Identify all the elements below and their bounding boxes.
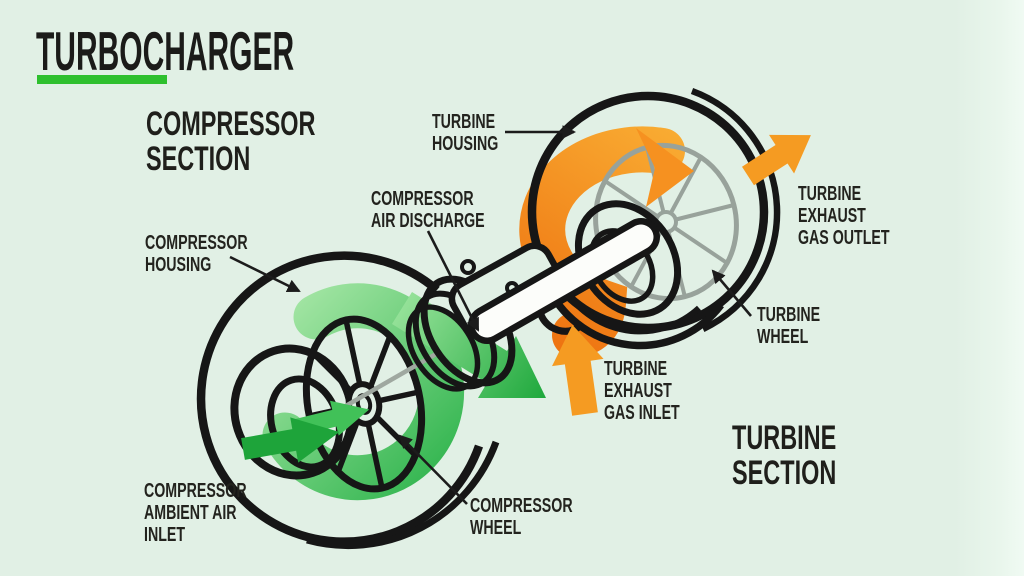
label-line: TURBINE [732, 419, 837, 457]
label-line: WHEEL [757, 326, 809, 348]
title-underline [37, 75, 167, 84]
label-line: HOUSING [145, 254, 212, 276]
label-line: EXHAUST [798, 205, 866, 227]
leader-compressor-wheel [398, 434, 468, 505]
label-line: COMPRESSOR [145, 232, 248, 254]
label-line: AIR DISCHARGE [371, 210, 485, 232]
label-line: AMBIENT AIR [144, 502, 237, 524]
label-line: COMPRESSOR [470, 495, 573, 517]
label-line: TURBINE [604, 358, 668, 380]
leader-lines [229, 125, 752, 505]
callout-compressor-housing: COMPRESSOR HOUSING [145, 232, 248, 276]
label-line: GAS INLET [604, 402, 680, 424]
label-line: SECTION [732, 454, 837, 492]
label-line: TURBINE [757, 304, 821, 326]
leader-compressor-air-discharge [426, 230, 480, 332]
exhaust-flow-band [519, 126, 685, 358]
page-title: TURBOCHARGER [36, 20, 295, 82]
callout-turbine-wheel: TURBINE WHEEL [757, 304, 820, 348]
label-line: EXHAUST [604, 380, 672, 402]
ambient-air-inlet-arrow-front [241, 417, 340, 463]
label-line: SECTION [146, 140, 251, 178]
label-line: TURBINE [432, 111, 496, 133]
exhaust-gas-outlet-arrow [742, 134, 811, 186]
compressor-section-title: COMPRESSOR SECTION [146, 107, 315, 177]
label-line: HOUSING [432, 133, 499, 155]
turbine-section-title: TURBINE SECTION [732, 421, 836, 491]
label-line: INLET [144, 524, 186, 546]
callout-compressor-air-discharge: COMPRESSOR AIR DISCHARGE [371, 188, 485, 232]
callout-turbine-exhaust-gas-inlet: TURBINE EXHAUST GAS INLET [604, 358, 680, 424]
callout-compressor-wheel: COMPRESSOR WHEEL [470, 495, 573, 539]
label-line: COMPRESSOR [144, 480, 247, 502]
exhaust-flow-arrowhead [636, 128, 694, 207]
bolt-icon [460, 259, 476, 275]
callout-turbine-exhaust-gas-outlet: TURBINE EXHAUST GAS OUTLET [798, 183, 890, 249]
callout-compressor-ambient-air-inlet: COMPRESSOR AMBIENT AIR INLET [144, 480, 247, 546]
label-line: GAS OUTLET [798, 227, 890, 249]
exhaust-gas-inlet-arrow [552, 324, 604, 416]
compressor-airflow-loop [262, 283, 465, 501]
label-line: COMPRESSOR [146, 105, 316, 143]
label-line: COMPRESSOR [371, 188, 474, 210]
leader-turbine-wheel [711, 269, 752, 317]
leader-compressor-housing [229, 255, 301, 293]
label-line: TURBINE [798, 183, 862, 205]
callout-turbine-housing: TURBINE HOUSING [432, 111, 498, 155]
turbo-shaft [468, 218, 660, 344]
label-line: WHEEL [470, 517, 522, 539]
